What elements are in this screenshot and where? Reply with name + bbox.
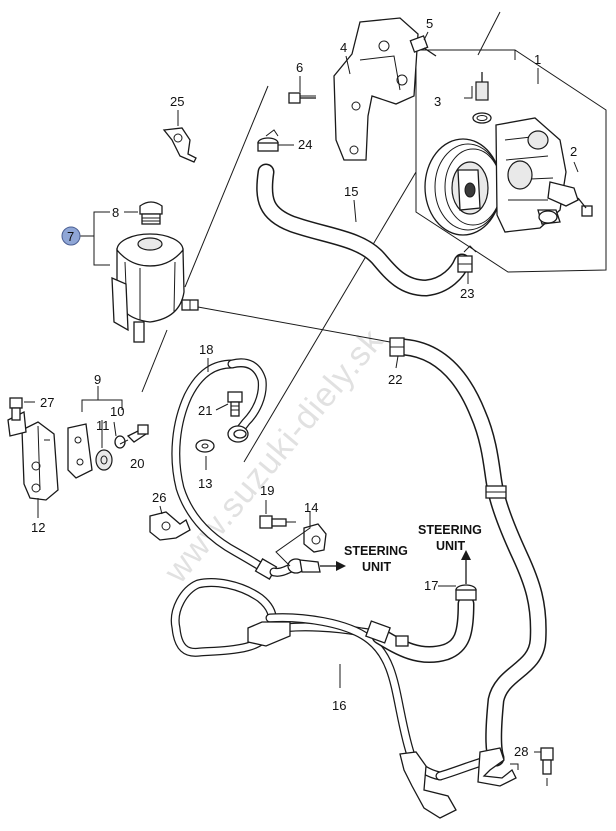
pump-bolt-2[interactable] xyxy=(577,197,593,217)
hose-clamp-22[interactable] xyxy=(389,337,405,357)
highlight-part-7 xyxy=(61,226,81,246)
arrow-steering-1 xyxy=(320,561,346,571)
projection-lines xyxy=(141,11,501,463)
label-part-8[interactable]: 8 xyxy=(112,205,119,220)
return-line xyxy=(197,306,391,343)
callout-bracket-7 xyxy=(80,211,138,266)
banjo-bolt-21[interactable] xyxy=(227,391,243,417)
pump-connector-oring[interactable] xyxy=(472,72,492,124)
label-part-27[interactable]: 27 xyxy=(40,395,54,410)
label-part-1[interactable]: 1 xyxy=(534,52,541,67)
reservoir-bracket-12[interactable] xyxy=(7,410,59,501)
part-labels: 1 2 3 4 5 6 7 8 9 10 11 12 13 14 15 16 1… xyxy=(31,16,577,759)
pipe-bracket xyxy=(247,621,291,647)
label-part-19[interactable]: 19 xyxy=(260,483,274,498)
label-part-16[interactable]: 16 xyxy=(332,698,346,713)
bracket-bolt-5[interactable] xyxy=(409,35,437,57)
leader-lines xyxy=(24,31,579,753)
bracket-9[interactable] xyxy=(67,423,93,479)
hose-clamp-17[interactable] xyxy=(455,584,477,601)
label-part-10[interactable]: 10 xyxy=(110,404,124,419)
bolt-28[interactable] xyxy=(510,747,554,786)
steering-unit-2-line1: STEERING xyxy=(418,523,482,537)
label-part-4[interactable]: 4 xyxy=(340,40,347,55)
label-part-5[interactable]: 5 xyxy=(426,16,433,31)
label-part-12[interactable]: 12 xyxy=(31,520,45,535)
label-part-2[interactable]: 2 xyxy=(570,144,577,159)
grommet-11[interactable] xyxy=(95,449,113,471)
label-part-7[interactable]: 7 xyxy=(67,229,74,244)
hose-joint-clamp xyxy=(365,620,409,647)
pressure-pipe-16[interactable] xyxy=(170,578,501,781)
label-part-13[interactable]: 13 xyxy=(198,476,212,491)
bolt-6[interactable] xyxy=(288,92,316,104)
steering-unit-label-1: STEERING UNIT xyxy=(344,544,408,574)
label-part-22[interactable]: 22 xyxy=(388,372,402,387)
callout-bracket-9 xyxy=(37,386,123,518)
pipe-bracket-bottom xyxy=(399,747,517,819)
washers-13[interactable] xyxy=(195,429,247,453)
label-part-3[interactable]: 3 xyxy=(434,94,441,109)
bolt-27[interactable] xyxy=(9,397,23,421)
hose-clip-25[interactable] xyxy=(162,127,197,163)
hose-clip-26[interactable] xyxy=(149,511,191,541)
label-part-24[interactable]: 24 xyxy=(298,137,312,152)
label-part-15[interactable]: 15 xyxy=(344,184,358,199)
return-hose[interactable] xyxy=(395,338,547,767)
label-part-28[interactable]: 28 xyxy=(514,744,528,759)
power-steering-pump[interactable] xyxy=(424,117,579,236)
label-part-9[interactable]: 9 xyxy=(94,372,101,387)
label-part-17[interactable]: 17 xyxy=(424,578,438,593)
bolt-19[interactable] xyxy=(259,515,296,529)
pump-group-frame xyxy=(415,49,607,273)
steering-unit-1-line2: UNIT xyxy=(362,560,392,574)
return-hose-clamp xyxy=(485,485,507,499)
steering-unit-2-line2: UNIT xyxy=(436,539,466,553)
label-part-11[interactable]: 11 xyxy=(96,418,110,433)
label-part-14[interactable]: 14 xyxy=(304,500,318,515)
callout-line-14 xyxy=(275,512,311,567)
clamp-bracket-14[interactable] xyxy=(303,523,327,553)
suction-hose-15[interactable] xyxy=(256,163,471,297)
label-part-21[interactable]: 21 xyxy=(198,403,212,418)
label-part-23[interactable]: 23 xyxy=(460,286,474,301)
hose-clamp-23[interactable] xyxy=(457,245,477,273)
reservoir-cap-8[interactable] xyxy=(139,201,163,225)
label-part-6[interactable]: 6 xyxy=(296,60,303,75)
hose-17[interactable] xyxy=(371,595,475,664)
label-part-20[interactable]: 20 xyxy=(130,456,144,471)
pump-bracket[interactable] xyxy=(333,17,419,161)
pressure-hose-steering-fitting[interactable] xyxy=(287,558,321,574)
label-part-26[interactable]: 26 xyxy=(152,490,166,505)
arrow-steering-2 xyxy=(461,550,471,584)
label-part-25[interactable]: 25 xyxy=(170,94,184,109)
label-part-18[interactable]: 18 xyxy=(199,342,213,357)
steering-unit-1-line1: STEERING xyxy=(344,544,408,558)
hose-clamp-24[interactable] xyxy=(257,129,279,152)
power-steering-reservoir[interactable] xyxy=(111,233,199,343)
bolt-20[interactable] xyxy=(119,424,149,445)
steering-unit-label-2: STEERING UNIT xyxy=(418,523,482,553)
